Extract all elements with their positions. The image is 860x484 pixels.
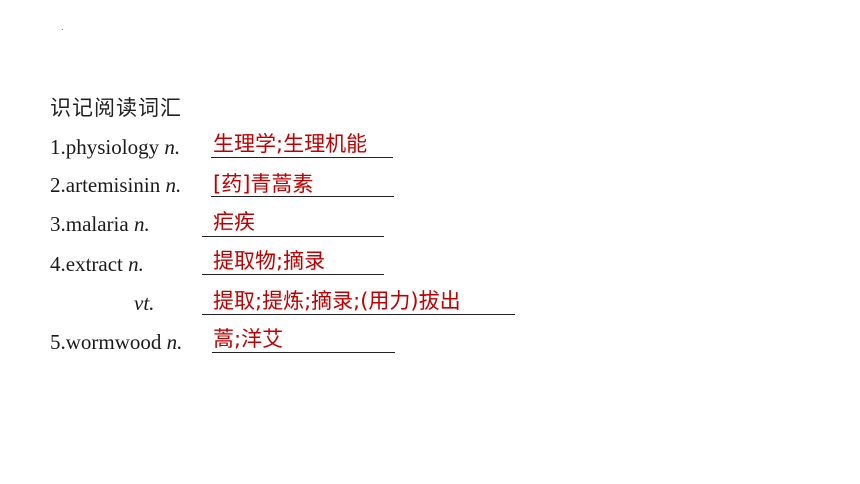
vocab-word: 1.physiology <box>50 135 160 159</box>
answer-line <box>211 157 393 158</box>
vocab-item-2: 2.artemisinin n. <box>50 173 181 198</box>
answer-line <box>212 352 395 353</box>
vocab-word: 5.wormwood <box>50 330 162 354</box>
vocab-word: 2.artemisinin <box>50 173 161 197</box>
answer-line <box>211 196 394 197</box>
part-of-speech: n. <box>164 135 181 159</box>
slide-marker: . <box>61 22 64 33</box>
vocab-word: 3.malaria <box>50 212 129 236</box>
part-of-speech: vt. <box>134 291 155 315</box>
vocab-item-5: 5.wormwood n. <box>50 330 182 355</box>
answer-text: 蒿;洋艾 <box>213 327 284 351</box>
answer-line <box>202 236 384 237</box>
vocab-item-3: 3.malaria n. <box>50 212 150 237</box>
part-of-speech: n. <box>128 252 144 276</box>
answer-text: [药]青蒿素 <box>213 172 314 196</box>
section-heading: 识记阅读词汇 <box>50 96 182 120</box>
part-of-speech: n. <box>165 173 182 197</box>
part-of-speech: n. <box>133 212 150 236</box>
answer-text: 提取物;摘录 <box>213 249 326 273</box>
vocab-word: 4.extract <box>50 252 123 276</box>
vocab-item-4: 4.extract n. <box>50 252 144 277</box>
answer-line <box>202 314 515 315</box>
answer-text: 提取;提炼;摘录;(用力)拔出 <box>213 289 461 313</box>
answer-line <box>202 274 384 275</box>
answer-text: 生理学;生理机能 <box>213 132 368 156</box>
vocab-item-1: 1.physiology n. <box>50 135 180 160</box>
part-of-speech: n. <box>166 330 183 354</box>
answer-text: 疟疾 <box>213 210 255 234</box>
